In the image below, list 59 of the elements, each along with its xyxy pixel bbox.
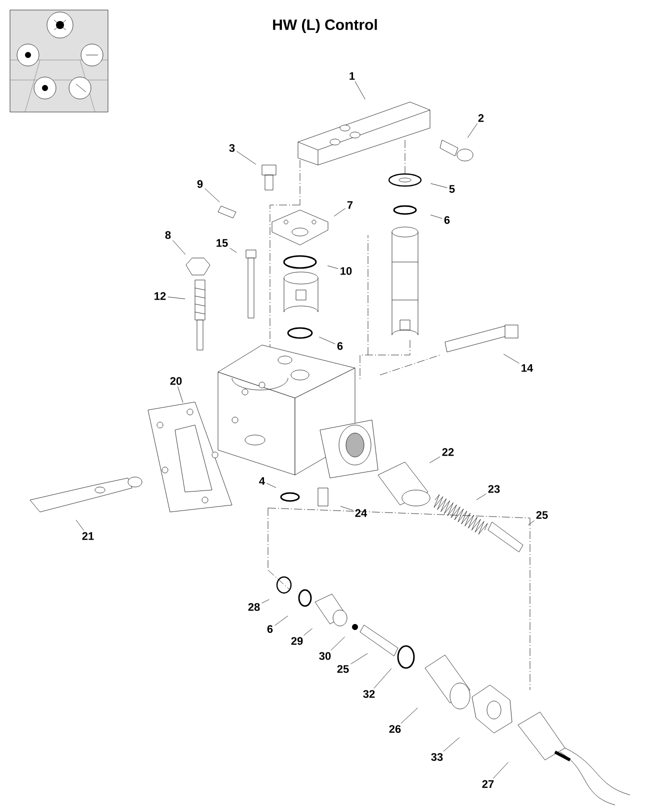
leader-line	[327, 266, 338, 269]
leader-line	[476, 494, 486, 500]
callout-number: 32	[363, 690, 375, 698]
callout-number: 9	[197, 180, 203, 188]
leader-line	[319, 336, 336, 344]
leader-line	[503, 354, 520, 364]
callout-number: 2	[478, 114, 484, 122]
leader-line	[76, 520, 84, 531]
callout-number: 3	[229, 144, 235, 152]
callout-number: 7	[347, 201, 353, 209]
title: HW (L) Control	[273, 19, 377, 33]
leader-line	[304, 628, 312, 636]
leader-line	[334, 208, 346, 216]
leader-line	[340, 506, 354, 511]
callout-number: 29	[291, 637, 303, 645]
leader-line	[266, 483, 276, 488]
callout-number: 15	[216, 239, 228, 247]
callout-number: 21	[82, 532, 94, 540]
leader-line	[430, 214, 442, 219]
leader-line	[178, 386, 184, 403]
leader-line	[400, 708, 418, 724]
callout-number: 24	[355, 509, 368, 517]
callout-number: 27	[482, 780, 494, 788]
callout-number: 12	[154, 292, 166, 300]
callout-number: 6	[337, 342, 343, 350]
leader-line	[204, 188, 220, 202]
callout-number: 14	[522, 364, 534, 372]
callout-number: 30	[319, 652, 331, 660]
callout-number: 5	[449, 185, 455, 193]
leader-line	[230, 248, 237, 253]
callout-number: 1	[350, 72, 355, 80]
leader-line	[262, 599, 270, 604]
leader-line	[172, 240, 186, 255]
leader-line	[168, 296, 186, 300]
callout-number: 22	[442, 448, 454, 456]
callout-number: 20	[170, 377, 182, 385]
leader-line	[236, 151, 256, 164]
leader-line	[492, 762, 508, 779]
leader-line	[274, 616, 288, 626]
leader-line	[330, 636, 345, 651]
leader-line	[429, 456, 440, 464]
callout-number: 6	[444, 216, 450, 224]
callout-number: 4	[259, 477, 265, 485]
leader-line	[430, 183, 448, 188]
callout-number: 28	[248, 603, 260, 611]
callout-number: 25	[536, 511, 548, 519]
callout-number: 26	[389, 725, 401, 733]
leader-line	[528, 520, 534, 526]
callout-number: 23	[488, 485, 500, 493]
leader-line	[467, 123, 478, 138]
leader-line	[374, 668, 392, 689]
leader-line	[354, 81, 366, 100]
callout-number: 33	[431, 753, 443, 761]
leader-line	[443, 737, 460, 752]
callout-number: 8	[165, 231, 171, 239]
callout-number: 6	[267, 625, 273, 633]
callout-number: 10	[340, 267, 352, 275]
leader-line	[350, 653, 368, 664]
callout-number: 25	[337, 665, 349, 673]
